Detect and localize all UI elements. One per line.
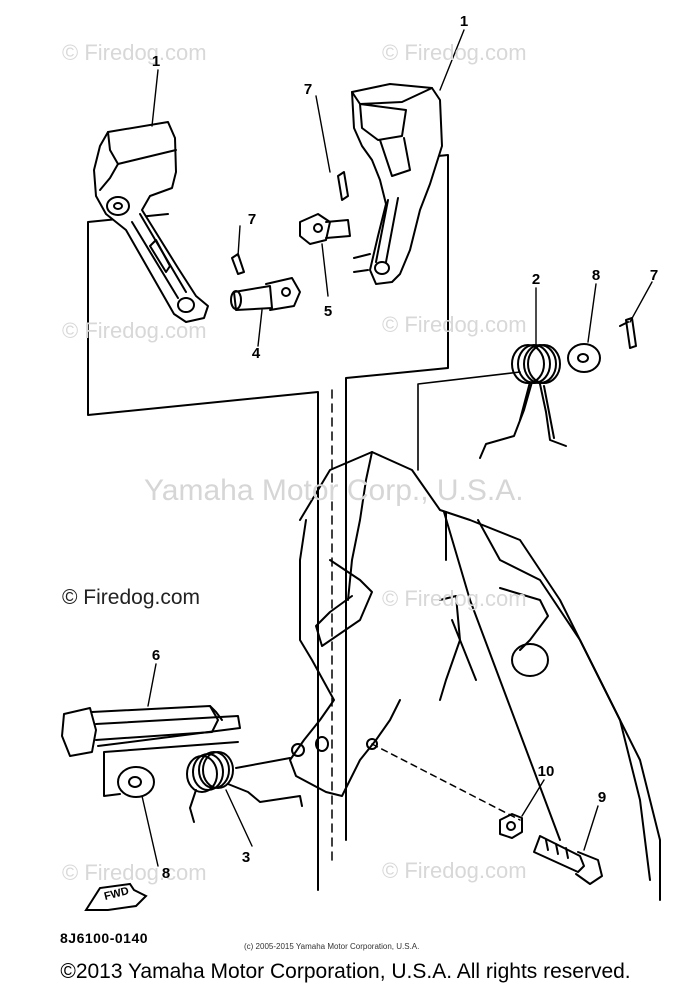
callout-6: 6 [151,647,161,664]
callout-7-mid: 7 [247,211,257,228]
bracket-left [93,121,209,323]
watermark-firedog-7: © Firedog.com [62,860,207,885]
callout-8-upper: 8 [591,267,601,284]
part-code: 8J6100-0140 [60,930,149,946]
watermark-firedog-8: © Firedog.com [382,858,527,883]
watermark-yamaha: Yamaha Motor Corp., U.S.A. [144,474,524,507]
watermark-firedog-1: © Firedog.com [62,40,207,65]
cotter-pin-mid [231,253,245,275]
nut-10 [499,813,523,839]
cotter-pin-top [337,171,349,201]
cotter-pin-right [619,317,637,349]
callout-1-right: 1 [459,13,469,30]
clevis-pin-4 [230,277,301,311]
callout-7-right: 7 [649,267,659,284]
subassembly-frame-right [417,371,521,471]
callout-10: 10 [537,763,555,780]
callout-3: 3 [241,849,251,866]
small-copyright: (c) 2005-2015 Yamaha Motor Corporation, … [244,942,420,951]
watermark-firedog-3: © Firedog.com [62,318,207,343]
spring-3 [186,751,303,823]
washer-8-lower [103,741,239,798]
callout-9: 9 [597,789,607,806]
bolt-6 [61,705,241,757]
bracket-right [351,83,443,285]
copyright-footer: ©2013 Yamaha Motor Corporation, U.S.A. A… [60,960,631,983]
subassembly-frame [87,154,449,891]
callout-2: 2 [531,271,541,288]
watermark-firedog-4: © Firedog.com [382,312,527,337]
callout-7-top: 7 [303,81,313,98]
spring-2 [479,344,567,459]
fwd-arrow [84,882,148,911]
bolt-9 [533,835,603,885]
leader-lines [141,29,653,867]
callout-8-lower: 8 [161,865,171,882]
washer-8-upper [567,343,601,373]
callout-5: 5 [323,303,333,320]
watermark-firedog-2: © Firedog.com [382,40,527,65]
watermark-firedog-6: © Firedog.com [382,586,527,611]
callout-1-left: 1 [151,53,161,70]
pin-5 [299,213,351,245]
assembly-dashed-line-2 [371,743,521,821]
bracket-body [289,451,661,901]
watermark-firedog-5: © Firedog.com [62,586,201,609]
callout-4: 4 [251,345,261,362]
